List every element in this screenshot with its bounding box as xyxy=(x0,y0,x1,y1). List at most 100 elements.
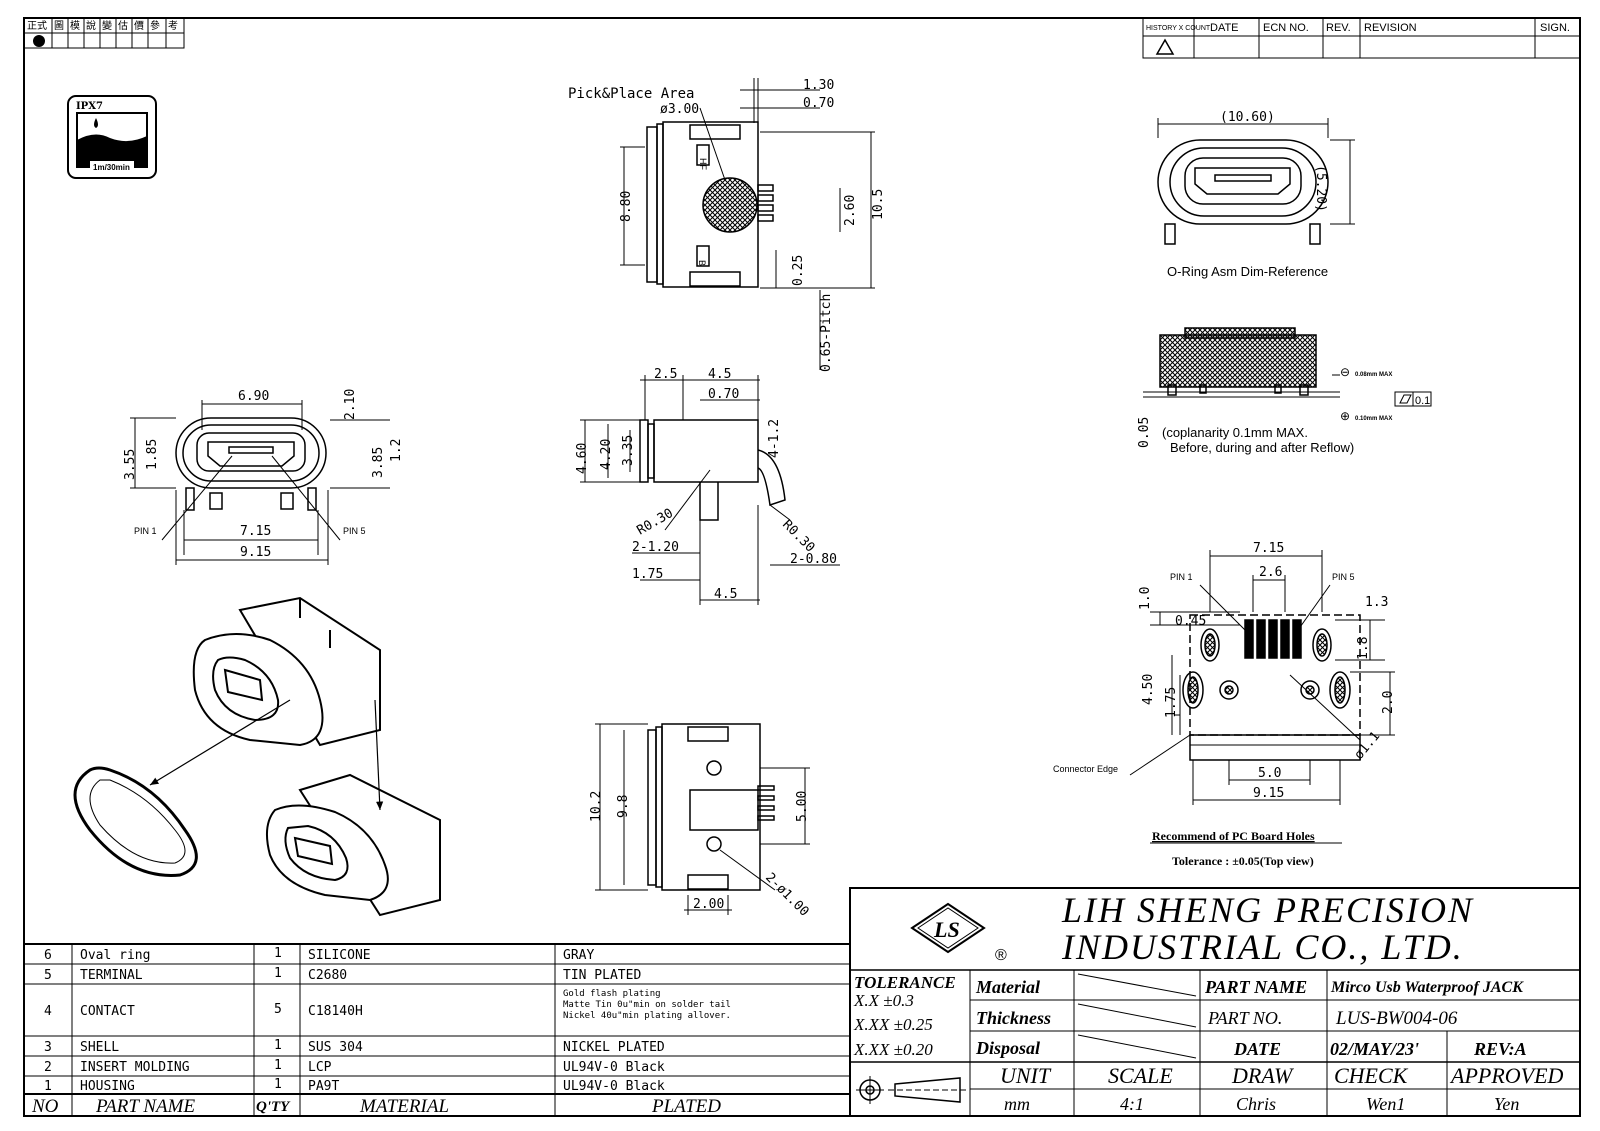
dim-2-5: 2.5 xyxy=(654,367,677,382)
oring-asm-view xyxy=(1157,118,1355,245)
bom-row-3-plated: NICKEL PLATED xyxy=(563,1040,665,1055)
bom-row-4-no: 4 xyxy=(44,1004,52,1019)
draw-value: Chris xyxy=(1236,1094,1276,1114)
pcb-dim-9-15: 9.15 xyxy=(1253,786,1284,801)
rev-date-header: DATE xyxy=(1210,22,1239,34)
tolerance-label: TOLERANCE xyxy=(854,973,956,992)
stamp-label-8: 考 xyxy=(168,20,178,32)
dim-5-00: 5.00 xyxy=(795,791,810,822)
tolerance-2: X.XX ±0.25 xyxy=(853,1015,933,1034)
front-pin5-label: PIN 5 xyxy=(343,526,366,536)
ipx7-title: IPX7 xyxy=(76,101,103,112)
approved-value: Yen xyxy=(1494,1094,1519,1114)
stamp-label-2: 模 xyxy=(70,20,80,32)
pcb-dim-1-0: 1.0 xyxy=(1138,587,1153,610)
pcb-dim-4-50: 4.50 xyxy=(1141,674,1156,705)
mark-hf: HF xyxy=(698,158,708,170)
part-no-value: LUS-BW004-06 xyxy=(1335,1008,1458,1029)
unit-value: mm xyxy=(1004,1094,1030,1114)
bom-row-2-name: INSERT MOLDING xyxy=(80,1060,190,1075)
bom-row-1-qty: 1 xyxy=(274,1077,282,1092)
dim-9-15: 9.15 xyxy=(240,545,271,560)
mark-b: B xyxy=(697,260,707,266)
tolerance-1: X.X ±0.3 xyxy=(853,991,914,1010)
ipx7-depth: 1m/30min xyxy=(93,163,130,172)
scale-value: 4:1 xyxy=(1120,1094,1144,1114)
rev-rev-header: REV. xyxy=(1326,22,1351,34)
bom-header: NO PART NAME Q'TY MATERIAL PLATED xyxy=(31,1096,721,1117)
bom-row-3-material: SUS 304 xyxy=(308,1040,363,1055)
dim-0-70-side: 0.70 xyxy=(708,387,739,402)
material-label: Material xyxy=(975,977,1040,997)
coplanarity-view xyxy=(1143,327,1432,407)
pcb-pin5-label: PIN 5 xyxy=(1332,572,1355,582)
company-logo: LS ® xyxy=(910,902,1007,964)
bom-row-6-qty: 1 xyxy=(274,946,282,961)
bom-row-5-name: TERMINAL xyxy=(80,968,143,983)
stamp-label-1: 圖 xyxy=(54,20,64,32)
scale-label: SCALE xyxy=(1108,1063,1173,1088)
bom-row-1-material: PA9T xyxy=(308,1079,339,1094)
unit-label: UNIT xyxy=(1000,1063,1052,1088)
date-label: DATE xyxy=(1233,1039,1281,1059)
stamp-dot-icon xyxy=(33,35,45,47)
coplanarity-note-1: (coplanarity 0.1mm MAX. xyxy=(1162,425,1308,440)
pcb-tolerance: Tolerance : ±0.05(Top view) xyxy=(1172,854,1314,868)
approval-stamp: 正式 圖 模 說 變 估 價 參 考 xyxy=(23,17,185,49)
bom-header-no: NO xyxy=(31,1096,59,1117)
bom-table xyxy=(23,943,851,1117)
stamp-label-5: 估 xyxy=(118,19,128,32)
bom-row-6-name: Oval ring xyxy=(80,948,150,963)
draw-label: DRAW xyxy=(1231,1063,1294,1088)
front-view xyxy=(130,400,390,565)
dim-4-20: 4.20 xyxy=(599,439,614,470)
contact-plating-line-1: Gold flash plating xyxy=(563,989,661,999)
check-value: Wen1 xyxy=(1366,1094,1405,1114)
company-name-line-2: INDUSTRIAL CO., LTD. xyxy=(1061,927,1464,967)
dim-6-90: 6.90 xyxy=(238,389,269,404)
dim-0-70: 0.70 xyxy=(803,96,834,111)
stamp-label-3: 說 xyxy=(86,19,96,32)
warning-triangle-icon xyxy=(1155,38,1175,55)
bom-row-5-no: 5 xyxy=(44,968,52,983)
bom-header-plated: PLATED xyxy=(651,1096,721,1117)
dim-2-1-20: 2-1.20 xyxy=(632,540,679,555)
pcb-dim-0-45: 0.45 xyxy=(1175,614,1206,629)
bom-row-5-qty: 1 xyxy=(274,966,282,981)
dim-2-00: 2.00 xyxy=(693,897,724,912)
ipx7-badge: IPX7 1m/30min xyxy=(67,95,157,179)
part-no-label: PART NO. xyxy=(1207,1008,1282,1028)
bom-row-2-qty: 1 xyxy=(274,1058,282,1073)
water-drop-icon xyxy=(94,118,98,128)
connector-edge-label: Connector Edge xyxy=(1053,764,1118,774)
bom-row-3-no: 3 xyxy=(44,1040,52,1055)
pcb-layout-view xyxy=(1129,550,1395,805)
tol-max-2: 0.10mm MAX xyxy=(1355,416,1392,422)
dim-8-80: 8.80 xyxy=(619,191,634,222)
bom-rows: 6 Oval ring 1 SILICONE GRAY 5 TERMINAL 1… xyxy=(44,946,731,1094)
bom-row-1-name: HOUSING xyxy=(80,1079,135,1094)
dim-4-60: 4.60 xyxy=(575,443,590,474)
tolerance-3: X.XX ±0.20 xyxy=(853,1040,933,1059)
pcb-dim-2-0: 2.0 xyxy=(1381,691,1396,714)
thickness-label: Thickness xyxy=(976,1008,1051,1028)
bom-row-6-plated: GRAY xyxy=(563,948,594,963)
dim-1-30: 1.30 xyxy=(803,78,834,93)
stamp-label-4: 變 xyxy=(102,19,112,32)
rev-value: REV:A xyxy=(1473,1039,1527,1059)
bom-row-1-no: 1 xyxy=(44,1079,52,1094)
bom-row-4-qty: 5 xyxy=(274,1002,282,1017)
dim-10-5: 10.5 xyxy=(871,189,886,220)
stamp-label-0: 正式 xyxy=(27,19,47,32)
bom-row-1-plated: UL94V-0 Black xyxy=(563,1079,665,1094)
pcb-dim-7-15: 7.15 xyxy=(1253,541,1284,556)
bom-row-4-name: CONTACT xyxy=(80,1004,135,1019)
contact-plating-line-3: Nickel 40u"min plating allover. xyxy=(563,1011,731,1021)
dim-1-2: 1.2 xyxy=(389,439,404,462)
rev-ecn-header: ECN NO. xyxy=(1263,22,1309,34)
pcb-dim-5-0: 5.0 xyxy=(1258,766,1281,781)
side-view xyxy=(580,375,840,605)
dim-4-5-top: 4.5 xyxy=(708,367,731,382)
dim-3-35: 3.35 xyxy=(621,435,636,466)
pcb-dim-2-6: 2.6 xyxy=(1259,565,1282,580)
